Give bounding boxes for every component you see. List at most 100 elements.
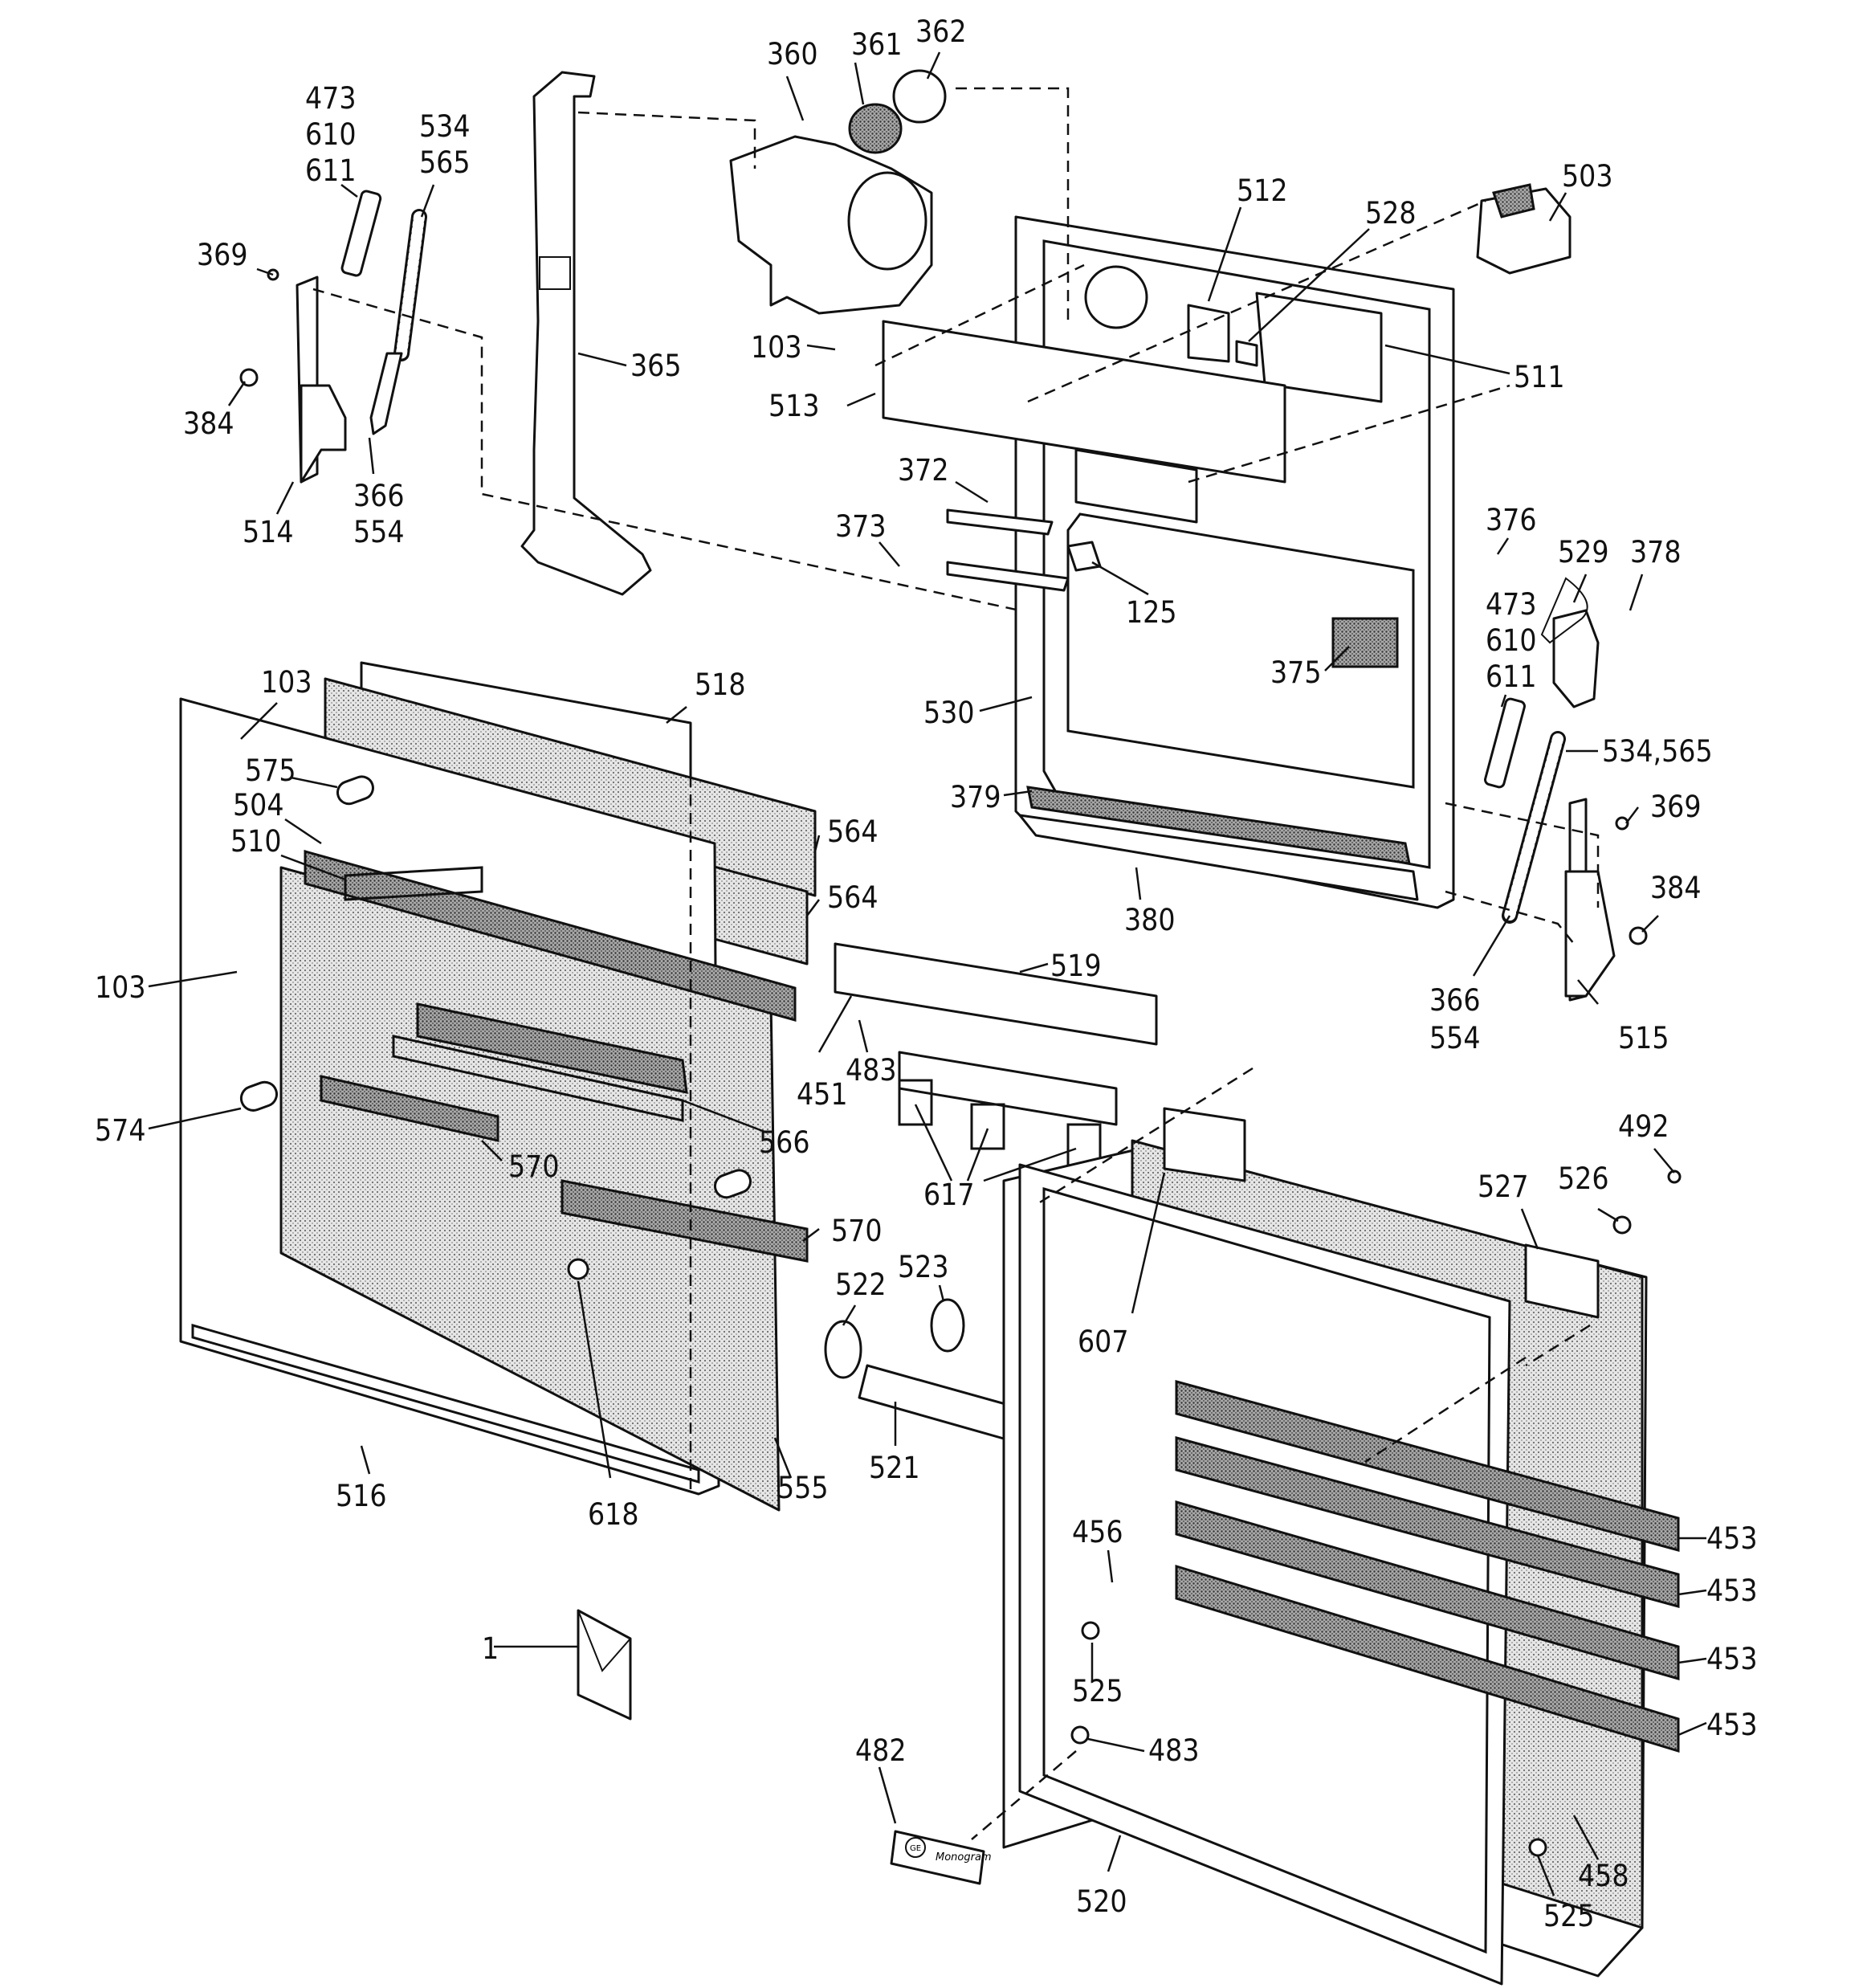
screw-618 [567,1258,589,1280]
callout-564-b: 564 [827,880,879,915]
callout-366-right: 366 [1429,983,1481,1018]
switch-board-483 [898,1051,1118,1126]
callout-518: 518 [695,667,746,702]
callout-372: 372 [898,453,949,488]
callout-360: 360 [767,37,818,71]
callout-361: 361 [851,27,903,62]
hinge-spring-left [393,209,427,361]
assembly-guide-lines [312,87,1600,1840]
strip-566 [416,1002,688,1094]
gasket-362 [892,69,947,124]
callout-528: 528 [1365,196,1417,231]
strip-453b [1175,1436,1680,1608]
hinge-bracket-right [1564,870,1616,998]
hinge-bracket-left [300,384,347,484]
strip-453a [1175,1380,1680,1552]
cover-378 [1552,609,1600,708]
spring-sleeve-right [1484,697,1526,789]
callout-534-565-right: 534,565 [1602,734,1713,769]
callout-554-left: 554 [353,515,405,549]
callout-564-a: 564 [827,814,879,849]
callout-527: 527 [1478,1170,1529,1204]
callout-617: 617 [923,1178,975,1212]
vent-hole [1084,265,1148,329]
strip-453d [1175,1564,1680,1753]
callout-525-b: 525 [1543,1899,1595,1933]
bumper-575 [336,775,374,806]
callout-519: 519 [1050,949,1102,983]
callout-575: 575 [245,753,296,788]
switch-cap [1492,183,1535,218]
callout-375: 375 [1270,655,1322,690]
callout-103-top: 103 [751,330,802,365]
clip-528 [1235,340,1258,367]
callout-365: 365 [630,349,682,383]
callout-503: 503 [1562,159,1613,194]
inner-panel-window [1066,512,1415,789]
bracket-607 [1163,1107,1246,1182]
callout-458: 458 [1578,1859,1629,1893]
callout-511: 511 [1514,360,1565,394]
envelope-flap [577,1610,631,1672]
callout-513: 513 [768,389,820,423]
callout-610-left: 610 [305,117,357,152]
callout-456: 456 [1072,1515,1123,1549]
callout-369-right: 369 [1650,790,1702,824]
callout-1: 1 [482,1631,499,1666]
hinge-assembly-right [1484,697,1648,1002]
callout-515: 515 [1618,1021,1669,1055]
callout-555: 555 [777,1471,829,1505]
callout-618: 618 [588,1497,639,1532]
switch-529 [1540,577,1588,644]
washer-483 [1070,1725,1090,1745]
callout-521: 521 [869,1451,920,1485]
side-trim-bracket-365 [520,71,652,596]
callout-473-right: 473 [1486,587,1537,622]
vent-blower-assembly [729,69,947,315]
callout-103-door: 103 [261,665,312,700]
callout-520: 520 [1076,1884,1127,1919]
ge-emblem [905,1837,926,1858]
callout-607: 607 [1078,1325,1129,1359]
callout-529: 529 [1558,535,1609,569]
callout-611-right: 611 [1486,659,1537,694]
callout-103-side: 103 [95,970,146,1005]
bottom-trim-380 [1018,814,1419,901]
control-panel-519 [834,942,1158,1046]
callout-514: 514 [243,515,294,549]
callout-526: 526 [1558,1161,1609,1196]
callout-522: 522 [835,1268,887,1302]
hinge-link-left [369,352,403,435]
callout-492: 492 [1618,1109,1669,1144]
literature-1 [577,1609,632,1721]
screw-492 [1667,1170,1682,1184]
hinge-assembly-left [239,190,427,484]
callout-384-right: 384 [1650,871,1702,905]
callout-525-a: 525 [1072,1674,1123,1708]
callout-384-left: 384 [183,406,234,441]
end-cap-522 [824,1320,862,1379]
screw-369-right [1615,816,1629,831]
hinge-spring-right [1502,731,1566,924]
bracket-527 [1524,1243,1600,1319]
bracket-slot [539,256,571,290]
blower-housing-360 [729,135,933,315]
callout-565-left: 565 [419,145,471,180]
callout-566: 566 [759,1125,810,1160]
control-board-511 [1255,292,1383,403]
callout-378: 378 [1630,535,1682,569]
spring-sleeve-left [340,190,382,277]
callout-362: 362 [915,14,967,49]
callout-125: 125 [1126,595,1177,630]
strip-570b [561,1179,809,1263]
callout-483-panel: 483 [846,1053,897,1088]
badge-emblem-text: GE [910,1844,921,1853]
callout-369-left: 369 [197,238,248,272]
callout-451: 451 [797,1077,848,1112]
callout-554-right: 554 [1429,1021,1481,1055]
washer-525a [1081,1621,1100,1640]
brackets-372-373 [946,508,1070,592]
callout-labels: 360 361 362 473 610 611 534 565 369 384 … [95,14,1758,1933]
door-520-inner [1042,1187,1491,1954]
